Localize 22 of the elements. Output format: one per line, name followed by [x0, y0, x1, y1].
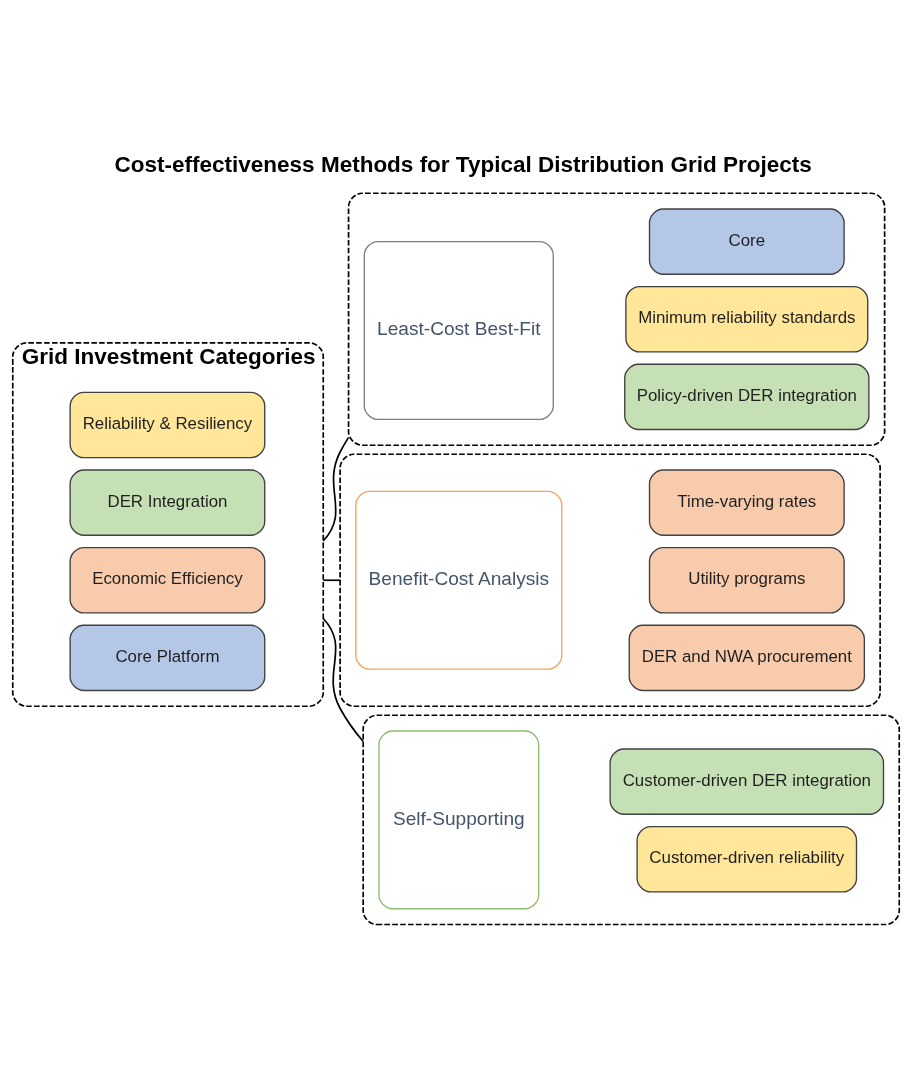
node-box: Core [648, 207, 845, 275]
node-box: Reliability & Resiliency [69, 391, 266, 458]
node-box: Core Platform [69, 624, 266, 691]
connector [322, 436, 350, 542]
node-box: DER and NWA procurement [628, 624, 866, 691]
connector [322, 617, 365, 742]
node-box: Minimum reliability standards [625, 285, 869, 353]
node-box: Policy-driven DER integration [624, 363, 870, 430]
node-box: Self-Supporting [378, 729, 540, 909]
connector [322, 578, 341, 581]
node-box: Benefit-Cost Analysis [355, 490, 563, 670]
node-box: Utility programs [648, 546, 845, 614]
cluster [347, 191, 886, 446]
node-box: DER Integration [69, 468, 266, 536]
node-box: Time-varying rates [648, 468, 845, 536]
node-box: Economic Efficiency [69, 546, 266, 614]
cluster [362, 713, 901, 925]
node-box: Least-Cost Best-Fit [363, 240, 554, 420]
node-box: Customer-driven reliability [636, 825, 858, 893]
diagram-title: Cost-effectiveness Methods for Typical Distribution Grid Projects [114, 151, 812, 177]
cluster [339, 452, 881, 707]
node-box: Customer-driven DER integration [609, 747, 885, 815]
